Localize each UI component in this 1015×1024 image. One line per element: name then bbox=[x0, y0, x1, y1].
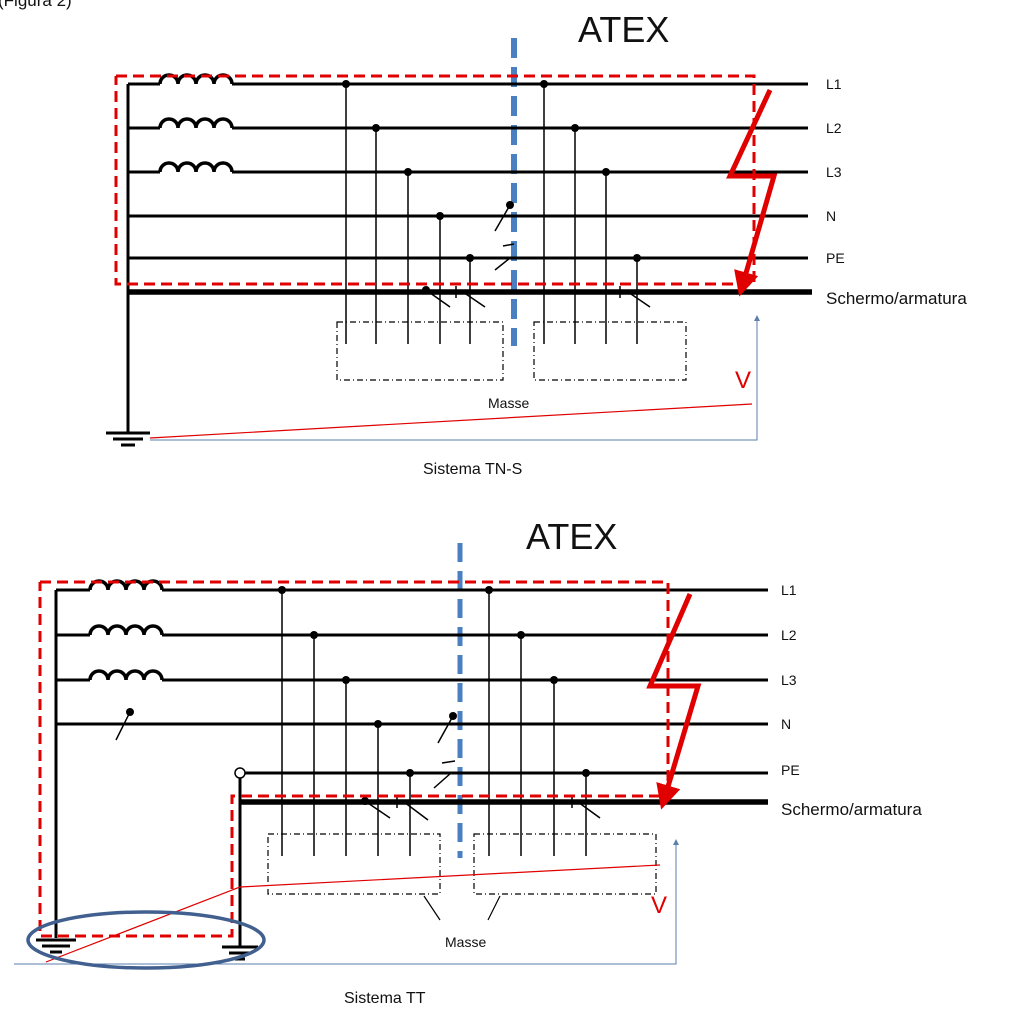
voltage-arrow bbox=[14, 839, 679, 965]
switch-icon bbox=[115, 708, 457, 789]
ground-icon bbox=[106, 431, 150, 447]
earth-electrode-highlight bbox=[26, 910, 266, 970]
conductor-label-n: N bbox=[826, 208, 836, 224]
voltage-label: V bbox=[651, 892, 667, 919]
fault-loop-path bbox=[38, 580, 670, 938]
atex-title: ATEX bbox=[578, 9, 669, 50]
masse-box-right bbox=[533, 321, 687, 381]
conductor-label-l3: L3 bbox=[826, 164, 842, 180]
conductor-label-l1: L1 bbox=[826, 76, 842, 92]
load-taps-right bbox=[485, 586, 590, 856]
conductor-label-n: N bbox=[781, 716, 791, 732]
fault-lightning-icon bbox=[726, 88, 778, 297]
ground-icon bbox=[36, 938, 76, 954]
fault-lightning-icon bbox=[646, 593, 702, 810]
masse-label: Masse bbox=[488, 395, 529, 411]
masse-box-left bbox=[267, 833, 441, 895]
diagram-caption: Sistema TT bbox=[344, 990, 426, 1007]
shield-label: Schermo/armatura bbox=[781, 800, 922, 819]
coil-icon bbox=[88, 669, 164, 681]
conductor-label-l3: L3 bbox=[781, 672, 797, 688]
conductor-label-l2: L2 bbox=[781, 627, 797, 643]
load-taps-left bbox=[278, 586, 414, 856]
load-taps-left bbox=[342, 80, 474, 344]
diagram-caption: Sistema TN-S bbox=[423, 461, 522, 478]
shield-switch-icon bbox=[361, 796, 601, 821]
conductor-label-l1: L1 bbox=[781, 582, 797, 598]
top-fragment-text: (Figura 2) bbox=[0, 0, 72, 10]
switch-icon bbox=[494, 201, 515, 271]
masse-label: Masse bbox=[445, 934, 486, 950]
conductor-label-l2: L2 bbox=[826, 120, 842, 136]
pe-terminal-icon bbox=[234, 767, 246, 779]
voltage-gradient-line bbox=[149, 403, 753, 439]
shield-switch-icon bbox=[422, 286, 651, 308]
coil-icon bbox=[158, 117, 234, 129]
tt-diagram: ATEX L1 L2 L3 N PE Sche bbox=[14, 516, 922, 1007]
conductor-label-pe: PE bbox=[826, 250, 845, 266]
conductor-label-pe: PE bbox=[781, 762, 800, 778]
masse-box-left bbox=[336, 321, 504, 381]
atex-title: ATEX bbox=[526, 516, 617, 557]
tn-s-diagram: ATEX L1 L2 L3 N PE Schermo/armatur bbox=[106, 9, 967, 478]
load-taps-right bbox=[540, 80, 641, 344]
voltage-gradient-line bbox=[45, 864, 661, 963]
coil-icon bbox=[158, 161, 234, 173]
voltage-arrow bbox=[150, 315, 760, 441]
fault-loop-path bbox=[114, 74, 756, 286]
shield-label: Schermo/armatura bbox=[826, 289, 967, 308]
coil-icon bbox=[88, 624, 164, 636]
masse-box-right bbox=[473, 833, 657, 895]
voltage-label: V bbox=[735, 367, 751, 394]
